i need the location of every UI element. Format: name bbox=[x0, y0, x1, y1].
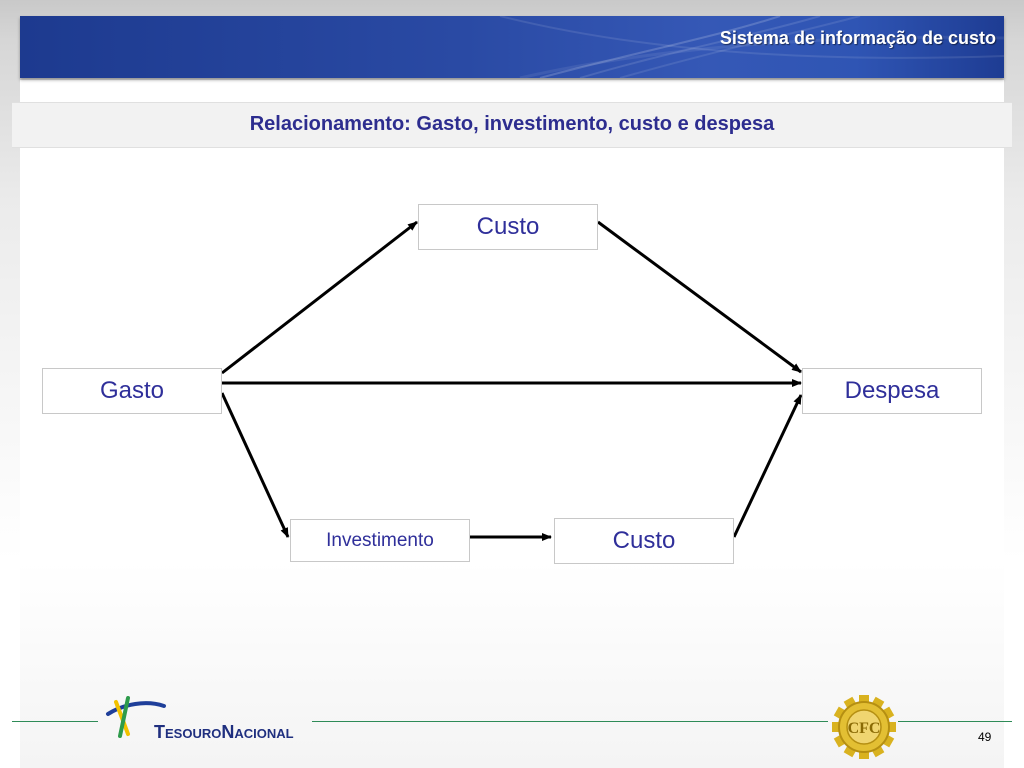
footer-line-left bbox=[12, 721, 98, 722]
arrow-custo-bottom-to-despesa bbox=[732, 394, 803, 538]
slide-panel bbox=[20, 80, 1004, 768]
slide-title: Relacionamento: Gasto, investimento, cus… bbox=[249, 113, 775, 135]
node-custo-bottom: Custo bbox=[554, 518, 734, 564]
node-custo-top-label: Custo bbox=[476, 213, 540, 240]
node-gasto: Gasto bbox=[42, 368, 222, 414]
title-band bbox=[12, 102, 1012, 148]
seal-logo: CFC bbox=[832, 695, 896, 759]
tesouro-nacional-logo: TESOURONACIONAL bbox=[106, 696, 294, 742]
arrow-custo-to-despesa bbox=[597, 220, 802, 374]
node-investimento-label: Investimento bbox=[326, 529, 434, 551]
svg-text:CFC: CFC bbox=[848, 720, 881, 737]
footer-line-middle bbox=[312, 721, 828, 722]
header-title: Sistema de informação de custo bbox=[719, 28, 996, 48]
arrow-gasto-to-investimento bbox=[220, 392, 290, 538]
arrow-gasto-to-custo bbox=[221, 220, 418, 375]
node-custo-top: Custo bbox=[418, 204, 598, 250]
node-custo-bottom-label: Custo bbox=[612, 527, 676, 554]
page-number: 49 bbox=[978, 730, 992, 744]
header-swoosh-decoration bbox=[499, 16, 1004, 78]
node-gasto-label: Gasto bbox=[99, 377, 165, 404]
header-bar: Sistema de informação de custo bbox=[20, 16, 1004, 78]
footer-line-right bbox=[898, 721, 1012, 722]
node-despesa: Despesa bbox=[802, 368, 982, 414]
node-investimento: Investimento bbox=[290, 519, 470, 562]
svg-text:TESOURONACIONAL: TESOURONACIONAL bbox=[154, 722, 294, 742]
node-despesa-label: Despesa bbox=[844, 377, 940, 404]
